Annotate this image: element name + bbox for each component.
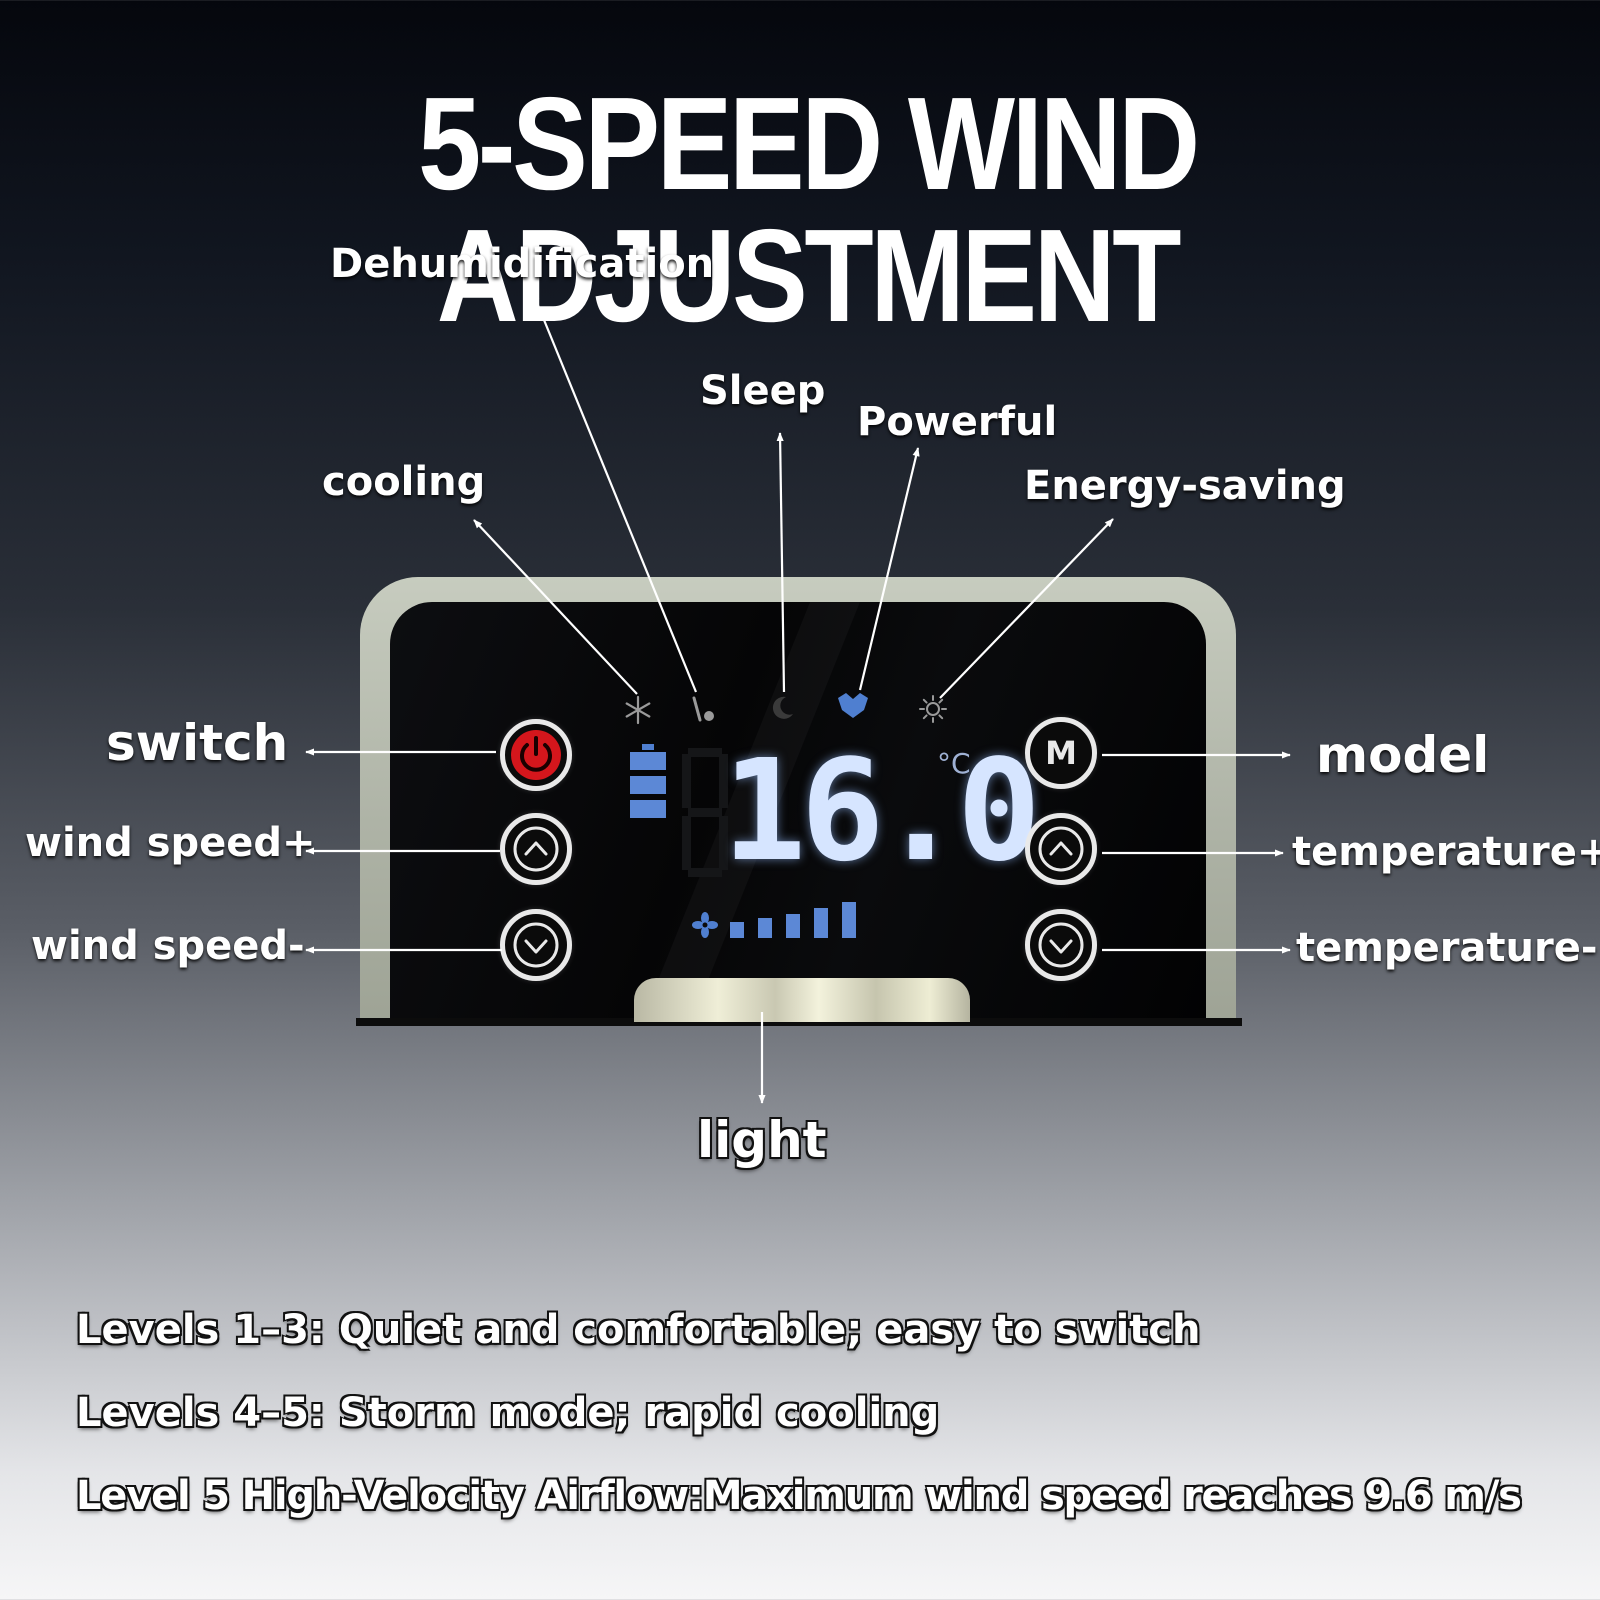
label-energy-saving: Energy-saving	[1024, 463, 1346, 509]
power-icon	[511, 730, 561, 780]
battery-icon	[630, 744, 666, 818]
chevron-up-icon	[513, 826, 559, 872]
temperature-down-button[interactable]	[1025, 909, 1097, 981]
wind-speed-up-button[interactable]	[500, 813, 572, 885]
water-drop-icon	[692, 696, 714, 722]
mode-button-letter: M	[1045, 734, 1077, 772]
arrow-sleep	[776, 432, 786, 693]
label-light: light	[697, 1111, 827, 1169]
label-powerful: Powerful	[857, 399, 1058, 445]
wind-speed-down-button[interactable]	[500, 909, 572, 981]
label-model: model	[1316, 726, 1490, 784]
sun-icon	[919, 695, 947, 723]
arrow-energy-saving	[939, 518, 1114, 699]
temperature-display: 16.0	[722, 730, 1041, 893]
label-wind-speed-minus: wind speed-	[31, 923, 305, 969]
power-button[interactable]	[500, 719, 572, 791]
headline: 5-SPEED WIND ADJUSTMENT	[418, 70, 1200, 349]
wind-speed-bars	[730, 902, 856, 938]
temperature-unit: °C	[937, 747, 971, 780]
label-sleep: Sleep	[700, 368, 826, 414]
arrow-powerful	[858, 447, 920, 691]
label-temperature-minus: temperature-	[1296, 925, 1598, 971]
mode-button[interactable]: M	[1025, 717, 1097, 789]
snowflake-icon	[625, 695, 651, 725]
note-level-5: Level 5 High-Velocity Airflow:Maximum wi…	[76, 1473, 1522, 1519]
note-levels-4-5: Levels 4–5: Storm mode; rapid cooling	[76, 1390, 940, 1436]
ghost-digit	[682, 748, 728, 877]
moon-icon	[772, 696, 793, 719]
fan-icon	[692, 912, 718, 938]
arrow-dehumidification	[531, 292, 698, 693]
chevron-down-icon	[1038, 922, 1084, 968]
light-bar	[634, 978, 970, 1022]
temperature-up-button[interactable]	[1025, 813, 1097, 885]
note-levels-1-3: Levels 1–3: Quiet and comfortable; easy …	[76, 1307, 1201, 1353]
chevron-up-icon	[1038, 826, 1084, 872]
label-switch: switch	[106, 714, 289, 772]
label-cooling: cooling	[322, 459, 486, 505]
label-temperature-plus: temperature+	[1292, 829, 1600, 875]
powerful-icon	[838, 693, 868, 718]
arrow-cooling	[473, 519, 638, 695]
label-dehumidification: Dehumidification	[330, 241, 715, 287]
chevron-down-icon	[513, 922, 559, 968]
label-wind-speed-plus: wind speed+	[25, 820, 316, 866]
panel-base	[356, 1018, 1242, 1026]
